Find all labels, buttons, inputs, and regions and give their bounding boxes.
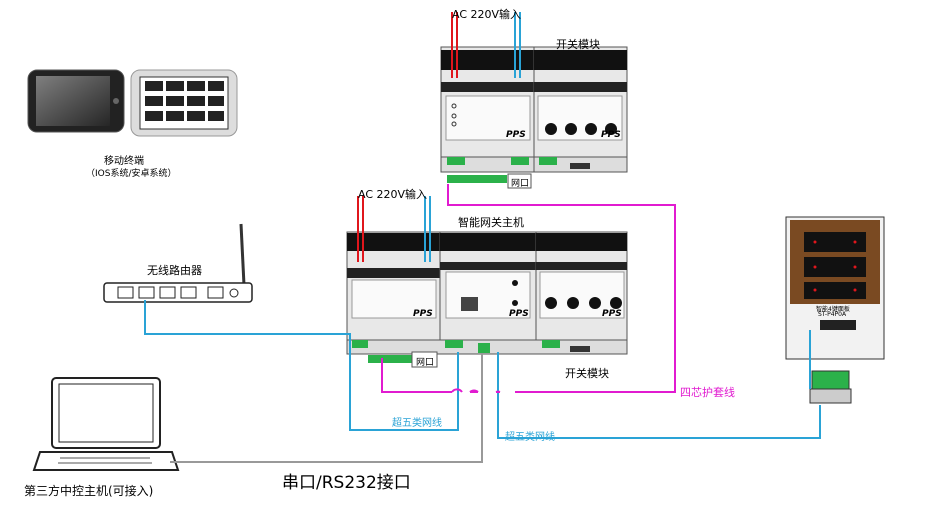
brand-logo-top-right: PPS <box>601 130 621 140</box>
serial-rs232-line <box>170 354 483 463</box>
gateway-host-label: 智能网关主机 <box>458 216 524 229</box>
top-module-rack <box>440 46 628 189</box>
brand-logo-mid-center: PPS <box>509 309 529 319</box>
panel-code-label: ST-P4P0A <box>818 311 847 318</box>
cat5e-left-label: 超五类网线 <box>392 418 442 429</box>
power-wires <box>357 12 521 262</box>
serial-port-label: 串口/RS232接口 <box>282 473 411 493</box>
smart-4-key-panel <box>785 216 885 404</box>
laptop <box>32 377 180 471</box>
cat5e-gateway-to-panel <box>497 352 821 439</box>
mobile-terminal-note: （IOS系统/安卓系统） <box>86 169 177 179</box>
panel-model-label: 智能4键面板 <box>816 306 850 313</box>
brand-logo-mid-left: PPS <box>413 309 433 319</box>
ac-input-mid-label: AC 220V输入 <box>358 188 428 201</box>
tablet-device <box>27 69 125 133</box>
control-app-screen <box>130 69 238 137</box>
brand-logo-mid-right: PPS <box>602 309 622 319</box>
ac-input-top-label: AC 220V输入 <box>452 8 522 21</box>
router-label: 无线路由器 <box>147 264 202 277</box>
net-port-mid-label: 网口 <box>416 358 435 368</box>
switch-module-top-label: 开关模块 <box>556 38 600 51</box>
cat5e-right-label: 超五类网线 <box>505 432 555 443</box>
net-port-top-label: 网口 <box>511 179 530 189</box>
wireless-router <box>103 223 253 303</box>
mobile-terminal-label: 移动终端 <box>104 156 144 167</box>
cat5e-router-to-gateway <box>144 300 459 431</box>
switch-module-bottom-label: 开关模块 <box>565 367 609 380</box>
brand-logo-top-left: PPS <box>506 130 526 140</box>
four-core-cable-label: 四芯护套线 <box>680 386 735 399</box>
gateway-module-rack <box>346 231 628 368</box>
third-party-host-label: 第三方中控主机(可接入) <box>24 484 154 498</box>
